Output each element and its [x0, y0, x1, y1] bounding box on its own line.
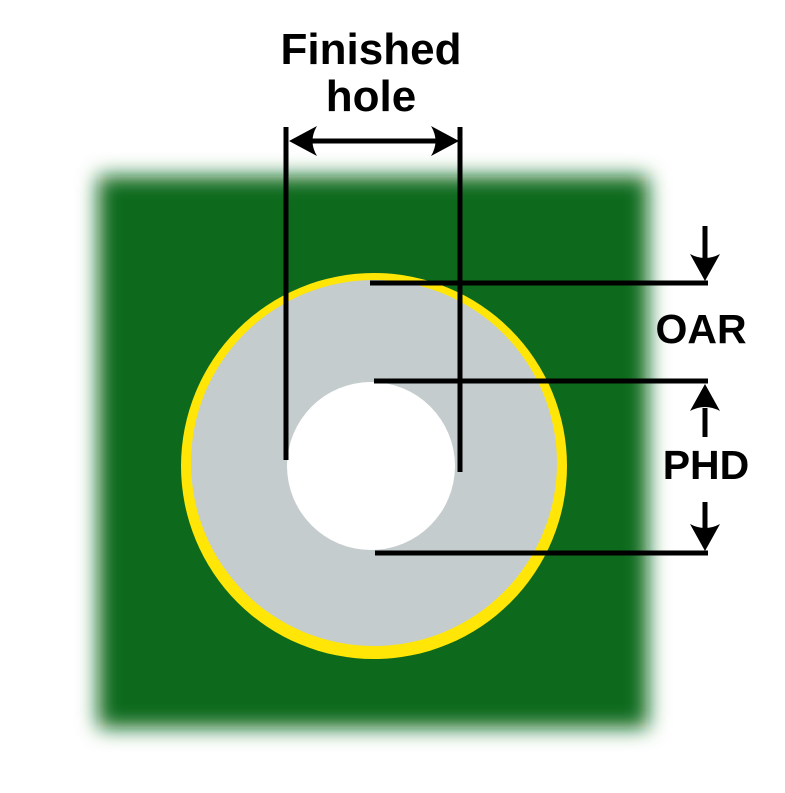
oar-down-arrowhead	[690, 254, 720, 281]
phd-up-arrowhead	[690, 384, 720, 411]
finished-hole-label-line1: Finished	[280, 25, 462, 74]
finished-hole-right-arrowhead	[431, 126, 459, 156]
finished-hole-label-line2: hole	[325, 72, 417, 121]
dimension-annotations	[283, 127, 708, 556]
finished-hole-left-arrowhead	[289, 126, 317, 156]
phd-down-arrowhead	[690, 524, 720, 551]
oar-label: OAR	[655, 306, 747, 352]
finished-hole-label: Finished hole	[221, 26, 521, 120]
finished-hole-circle	[287, 382, 455, 550]
phd-label: PHD	[662, 442, 750, 488]
arrowheads	[289, 126, 720, 551]
